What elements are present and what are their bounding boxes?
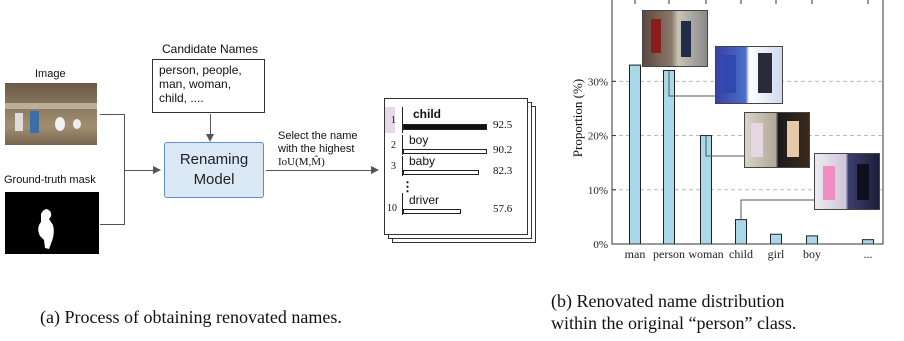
- rank-score: 82.3: [493, 165, 513, 177]
- ellipsis: ⋮: [401, 179, 414, 194]
- candidate-names-title: Candidate Names: [162, 42, 259, 56]
- rank-name: driver: [409, 193, 440, 207]
- mask-label: Ground-truth mask: [4, 174, 96, 186]
- x-tick-label: person: [653, 247, 685, 261]
- score-bar: [403, 124, 487, 130]
- plot-frame: [611, 0, 884, 245]
- arrow-head: [206, 134, 214, 142]
- connector-line: [100, 114, 124, 115]
- x-tick-label: man: [625, 247, 646, 261]
- candidate-line: child, ....: [159, 91, 204, 105]
- connector-line: [705, 135, 744, 157]
- rank-score: 57.6: [493, 203, 513, 215]
- rank-score: 92.5: [493, 119, 513, 131]
- x-tick-label: woman: [688, 247, 723, 261]
- rank-number: 1: [391, 115, 396, 126]
- connector-line: [124, 170, 154, 171]
- bar-0: [629, 64, 641, 245]
- man-thumbnail: [642, 10, 708, 67]
- x-tick-label: child: [729, 247, 753, 261]
- arrow-head: [371, 166, 379, 174]
- select-instruction: Select the name with the highest IoU(M,M…: [278, 130, 358, 169]
- child-thumbnail: [814, 153, 880, 210]
- connector-line: [668, 70, 715, 97]
- rank-divider: [402, 193, 403, 215]
- caption-b-line: (b) Renovated name distribution: [551, 291, 785, 311]
- bar-4: [770, 233, 782, 245]
- candidate-line: man, woman,: [159, 77, 232, 91]
- y-tick-label: 10%: [588, 185, 608, 197]
- bar-1: [663, 69, 675, 245]
- connector-line: [210, 114, 211, 136]
- rank-number: 2: [391, 140, 396, 151]
- model-label-line: Model: [193, 171, 235, 188]
- x-tick-label: girl: [768, 247, 785, 261]
- rank-name: baby: [409, 154, 436, 168]
- select-line: Select the name: [278, 130, 358, 142]
- rank-highlight: [385, 107, 395, 133]
- ground-truth-mask: [5, 192, 99, 254]
- caption-a: (a) Process of obtaining renovated names…: [40, 307, 342, 327]
- rank-number: 10: [387, 203, 397, 214]
- bar-5: [806, 235, 818, 245]
- connector-line: [100, 224, 124, 225]
- candidate-names-box: person, people, man, woman, child, ....: [152, 59, 265, 113]
- score-bar: [403, 209, 461, 214]
- input-image: [5, 83, 97, 145]
- rank-number: 3: [391, 161, 396, 172]
- bar-3: [735, 219, 747, 245]
- caption-b: (b) Renovated name distribution within t…: [551, 290, 796, 334]
- caption-b-line: within the original “person” class.: [551, 313, 797, 333]
- rank-name: boy: [409, 133, 429, 147]
- select-line: with the highest: [278, 143, 355, 155]
- score-bar: [403, 149, 487, 154]
- connector-line: [740, 199, 814, 220]
- arrow-head: [153, 166, 161, 174]
- rank-divider: [402, 107, 403, 133]
- renaming-model-box: Renaming Model: [164, 142, 264, 198]
- image-label: Image: [35, 68, 66, 80]
- woman-thumbnail: [744, 112, 810, 168]
- x-tick-label: ...: [864, 247, 873, 261]
- score-bar: [403, 170, 479, 175]
- bar-6: [862, 239, 874, 245]
- y-tick-label: 0%: [593, 239, 608, 251]
- model-label-line: Renaming: [179, 151, 249, 168]
- y-tick-label: 30%: [588, 76, 608, 88]
- connector-line: [124, 114, 125, 225]
- ranking-card: 1 child 92.5 2 boy 90.2 3 baby 82.3 ⋮ 10…: [384, 98, 528, 235]
- person-thumbnail: [715, 46, 783, 104]
- rank-divider: [402, 156, 403, 176]
- rank-name: child: [413, 107, 442, 121]
- iou-formula: IoU(M,M̂): [278, 156, 325, 168]
- rank-divider: [402, 135, 403, 155]
- rank-score: 90.2: [493, 144, 513, 156]
- connector-line: [266, 170, 372, 171]
- candidate-line: person, people,: [159, 63, 242, 77]
- y-tick-label: 20%: [588, 131, 608, 143]
- x-tick-label: boy: [803, 247, 821, 261]
